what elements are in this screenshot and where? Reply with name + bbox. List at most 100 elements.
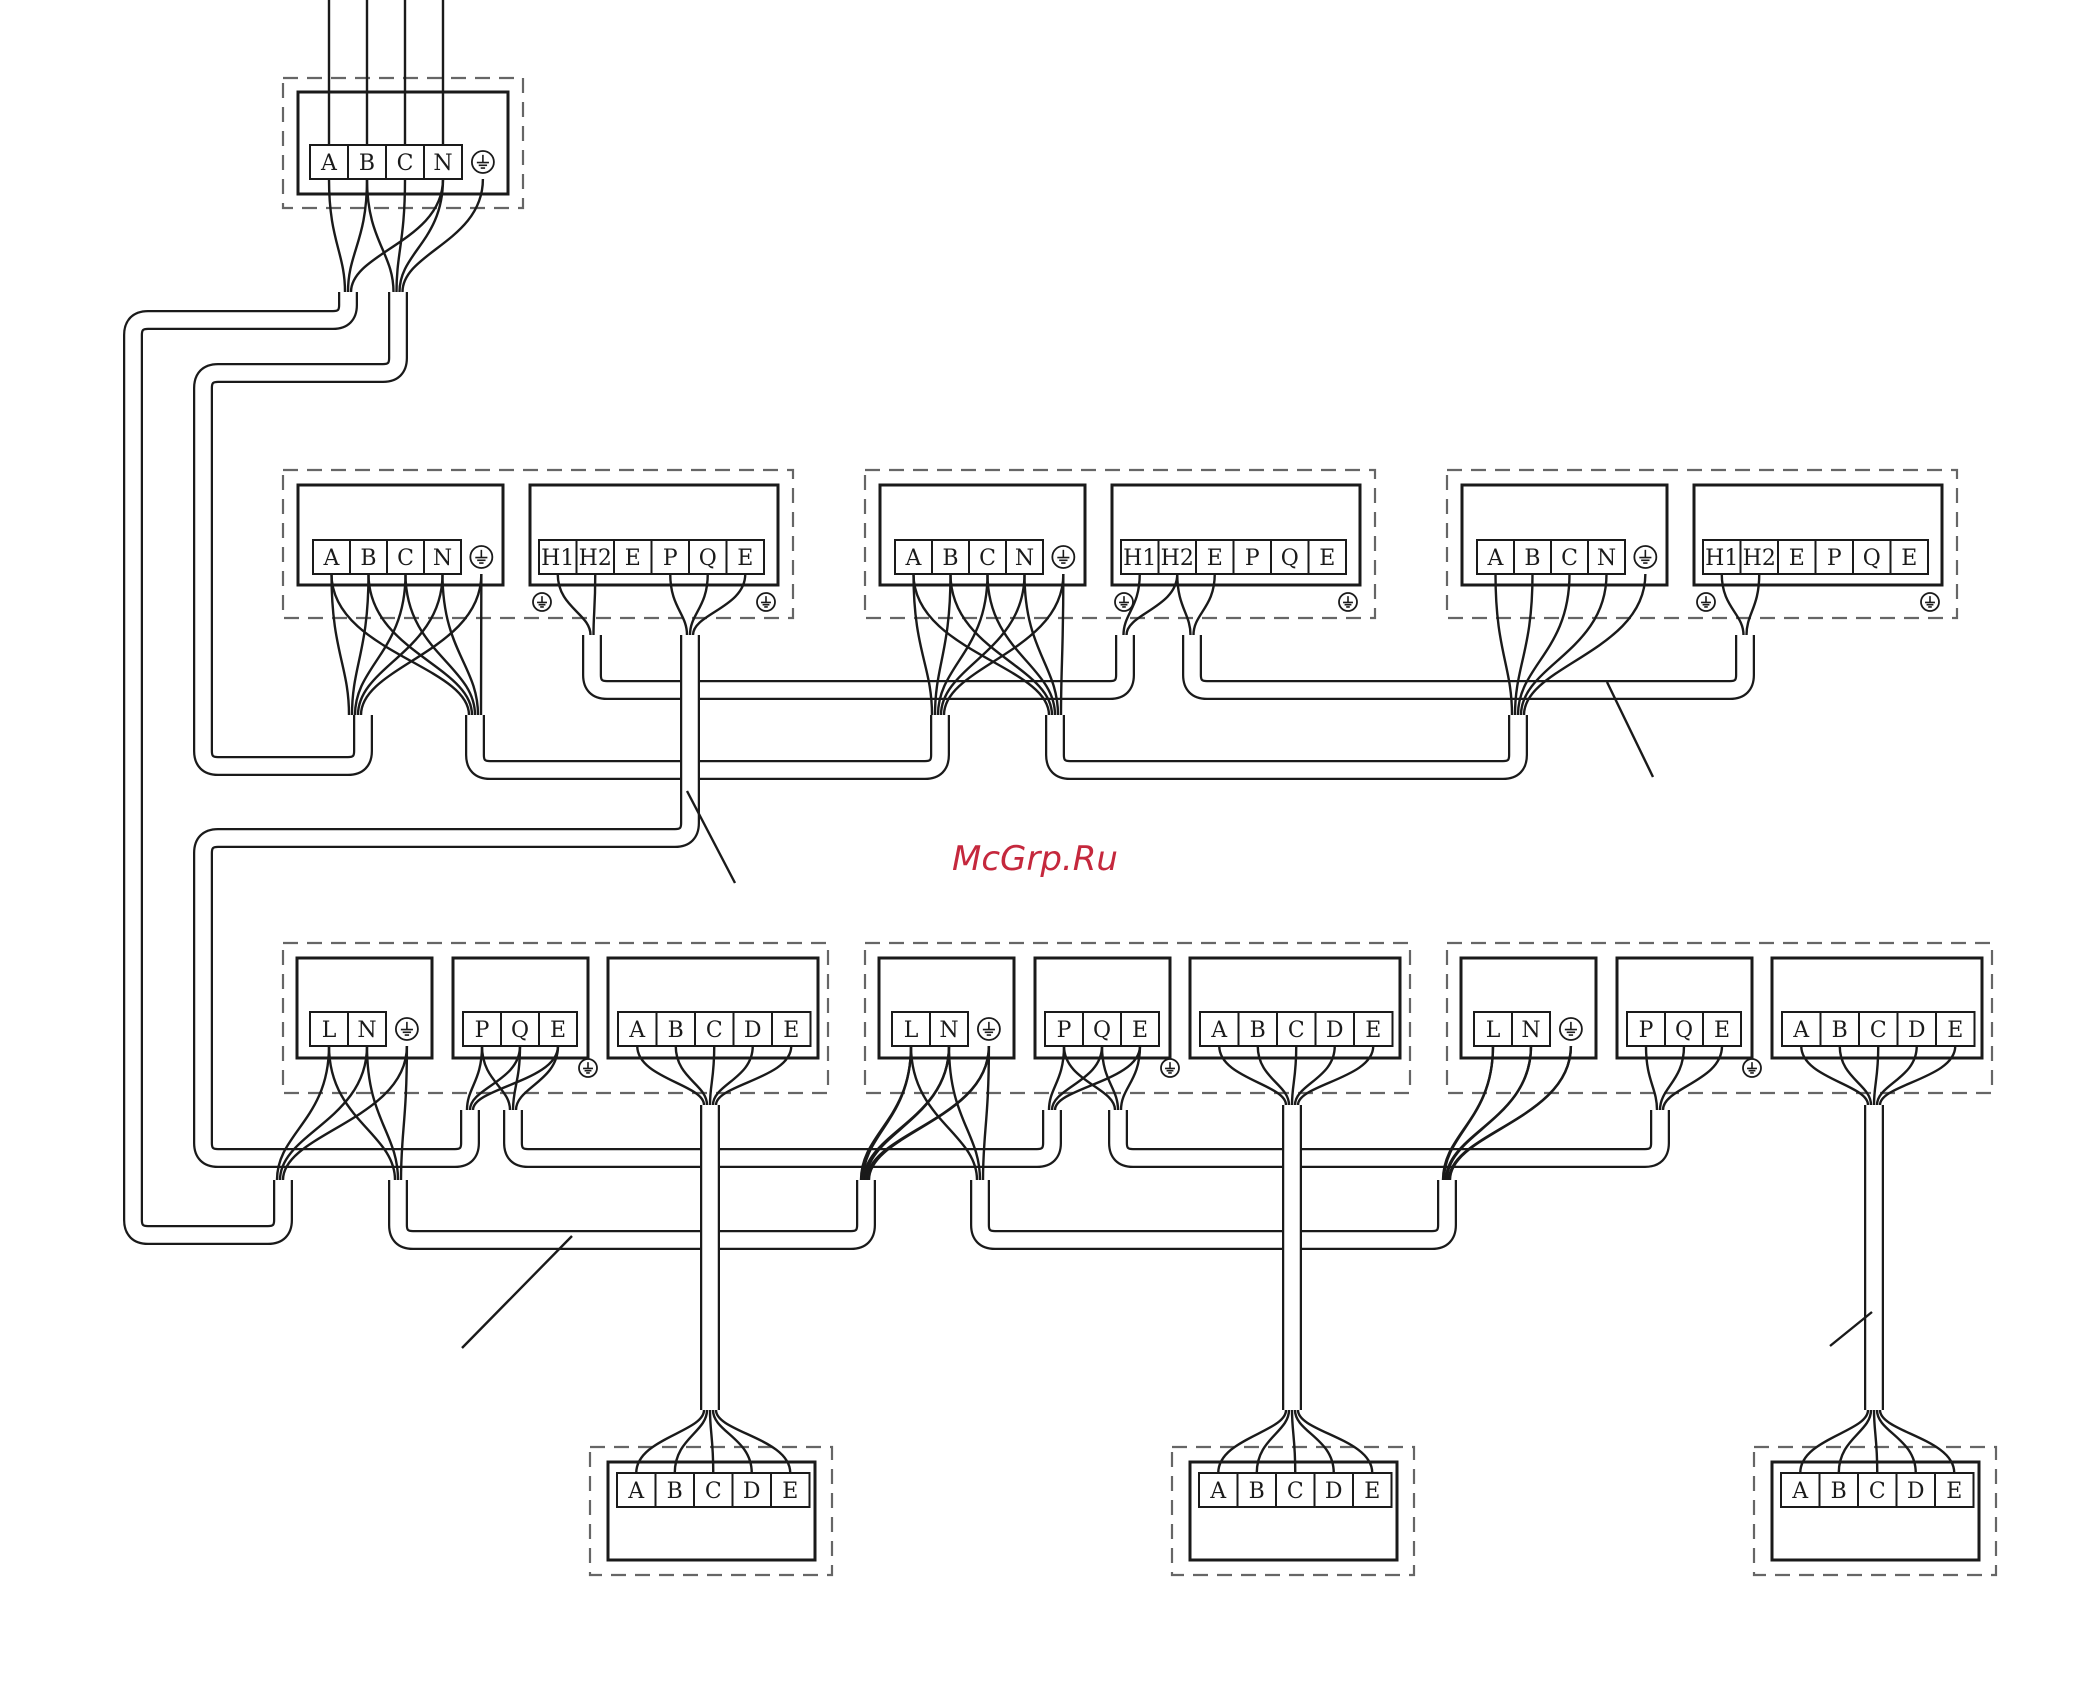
cable-od-power-1 [475,715,940,770]
terminal-label: B [1250,1018,1266,1043]
terminal-label: A [1209,1479,1227,1504]
cable-od-comm-2 [1192,635,1745,690]
terminal-label: E [1365,1018,1381,1043]
terminal-label: C [979,546,996,571]
ground-icon [1339,593,1357,611]
terminal-label: H1 [541,546,574,571]
ground-icon [470,546,492,568]
terminal-label: B [359,151,375,176]
terminal-label: N [1597,546,1616,571]
ground-icon [978,1018,1000,1040]
terminal-label: C [1869,1479,1886,1504]
terminal-label: L [1486,1018,1501,1043]
terminal-label: P [1827,546,1842,571]
terminal-label: D [743,1479,761,1504]
terminal-label: C [1561,546,1578,571]
terminal-label: E [1207,546,1223,571]
ground-icon [1115,593,1133,611]
terminal-label: Q [511,1018,529,1043]
ground-icon [1921,593,1939,611]
terminal-label: E [782,1479,798,1504]
terminal-label: D [1908,1018,1926,1043]
terminal-label: E [1714,1018,1730,1043]
terminal-label: L [904,1018,919,1043]
terminal-blocks: ABCNABCNH1H2EPQEABCNH1H2EPQEABCNH1H2EPQE… [310,145,1975,1507]
terminal-label: N [433,151,452,176]
terminal-label: C [1870,1018,1887,1043]
ground-icon [396,1018,418,1040]
terminal-label: H2 [1161,546,1194,571]
outdoor-comm-terminals: H1H2EPQE [1703,540,1928,574]
terminal-label: E [1319,546,1335,571]
ground-icon [1743,1059,1761,1077]
wire [400,179,444,292]
wired-controller-terminals: ABCDE [1199,1473,1392,1507]
terminal-label: B [360,546,376,571]
wire [361,574,481,715]
terminal-label: D [1325,1479,1343,1504]
terminal-label: B [942,546,958,571]
terminal-label: D [1907,1479,1925,1504]
terminal-label: P [1639,1018,1654,1043]
wire [367,179,394,292]
terminal-label: P [1245,546,1260,571]
cable-id-comm-2 [1118,1110,1660,1158]
watermark-text: McGrp.Ru [952,839,1118,879]
terminal-label: B [1524,546,1540,571]
terminal-label: B [667,1479,683,1504]
terminal-label: Q [1281,546,1299,571]
terminal-label: C [705,1479,722,1504]
terminal-label: B [668,1018,684,1043]
terminal-label: H1 [1705,546,1738,571]
terminal-label: N [1015,546,1034,571]
terminal-label: N [1521,1018,1540,1043]
ground-icon [1560,1018,1582,1040]
terminal-label: B [1832,1018,1848,1043]
terminal-label: H2 [1743,546,1776,571]
outdoor-comm-terminals: H1H2EPQE [1121,540,1346,574]
indoor-comm-terminals: PQE [463,1012,577,1046]
ground-icon [757,593,775,611]
terminal-label: E [737,546,753,571]
terminal-label: N [357,1018,376,1043]
unit-enclosures [283,78,1996,1575]
terminal-label: N [433,546,452,571]
ground-icon [1634,546,1656,568]
cable-id-comm-1 [513,1110,1052,1158]
terminal-label: Q [699,546,717,571]
terminal-label: A [1487,546,1505,571]
terminal-label: E [1946,1479,1962,1504]
ground-icon [1052,546,1074,568]
terminal-label: L [322,1018,337,1043]
terminal-label: A [323,546,341,571]
terminal-label: E [1947,1018,1963,1043]
wires [277,0,1955,1473]
terminal-label: D [744,1018,762,1043]
terminal-label: P [475,1018,490,1043]
terminal-label: C [706,1018,723,1043]
ground-icon [1161,1059,1179,1077]
terminal-label: E [625,546,641,571]
terminal-label: P [1057,1018,1072,1043]
terminal-label: N [939,1018,958,1043]
ground-icon [472,151,494,173]
terminal-label: A [627,1479,645,1504]
cable-od-power-2 [1055,715,1518,770]
indoor-ctrl-terminals: ABCDE [618,1012,811,1046]
terminal-label: A [905,546,923,571]
cable-id-power-2 [980,1180,1447,1240]
cable-od-to-indoor [203,635,690,1158]
terminal-label: H1 [1123,546,1156,571]
ground-icon [533,593,551,611]
terminal-label: A [1210,1018,1228,1043]
wire [352,574,369,715]
terminal-label: C [1288,1018,1305,1043]
cable-id-power-1 [398,1180,866,1240]
terminal-label: E [1132,1018,1148,1043]
terminal-label: A [1791,1479,1809,1504]
